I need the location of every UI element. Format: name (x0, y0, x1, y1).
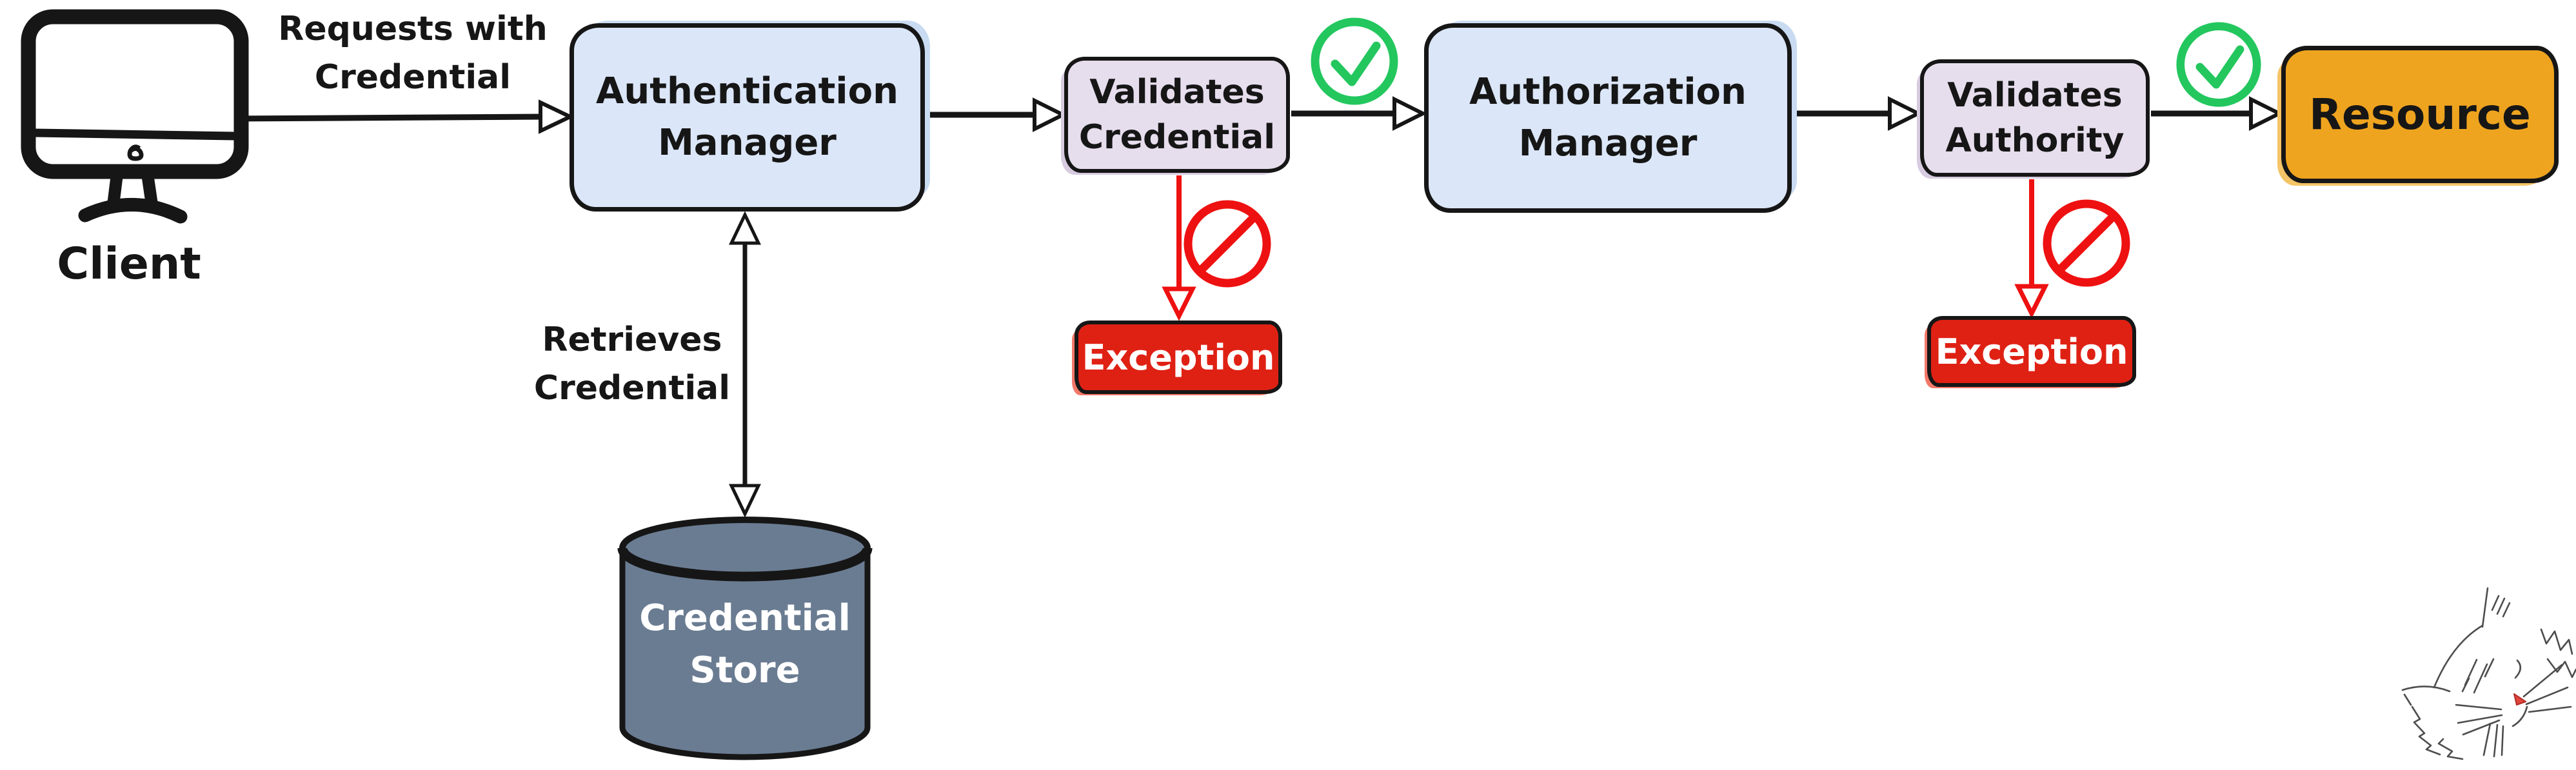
credential-store-line2: Store (689, 649, 800, 692)
validates-authority-line1: Validates (1947, 75, 2123, 115)
authorization-manager-line1: Authorization (1469, 71, 1747, 114)
arrowhead-authorization-to-validates-authority (1888, 96, 1923, 131)
arrowhead-validates-credential-to-exception (1162, 286, 1196, 321)
node-exception-credential: Exception (1075, 321, 1282, 394)
cat-doodle-icon (2401, 587, 2576, 760)
retrieves-line1: Retrieves (542, 321, 722, 359)
node-exception-authority: Exception (1927, 316, 2136, 387)
database-cylinder-icon (617, 517, 873, 760)
requests-line1: Requests (278, 10, 453, 48)
prohibition-icon (1184, 200, 1271, 288)
node-validates-authority: Validates Authority (1920, 59, 2150, 177)
check-circle-icon (1311, 17, 1398, 105)
validates-authority-line2: Authority (1945, 121, 2125, 160)
retrieves-line2: Credential (533, 369, 731, 408)
node-validates-credential: Validates Credential (1064, 57, 1290, 173)
arrowhead-validates-authority-to-exception (2014, 284, 2049, 319)
arrowhead-validates-credential-to-authorization (1392, 96, 1427, 131)
validates-credential-line2: Credential (1078, 118, 1276, 157)
edge-label-requests: Requests with Credential (245, 5, 580, 103)
arrowhead-up-credential-store (729, 211, 761, 245)
node-authentication-manager: Authentication Manager (570, 23, 925, 212)
arrowhead-client-to-authentication (539, 99, 575, 134)
requests-line2: with Credential (314, 10, 548, 97)
client-monitor-icon (21, 9, 249, 224)
client-label: Client (6, 239, 252, 290)
client-label-text: Client (57, 239, 201, 290)
credential-store-line1: Credential (639, 597, 851, 639)
check-circle-icon (2176, 22, 2261, 107)
arrowhead-authentication-to-validates-credential (1033, 97, 1067, 132)
node-resource: Resource (2281, 46, 2559, 183)
exception-authority-label: Exception (1935, 331, 2128, 372)
authorization-manager-line2: Manager (1518, 123, 1698, 164)
credential-store-label: Credential Store (616, 592, 874, 696)
authentication-manager-line1: Authentication (596, 70, 898, 113)
prohibition-icon (2043, 199, 2130, 287)
arrowhead-validates-authority-to-resource (2249, 96, 2284, 131)
arrow-client-to-authentication (233, 114, 542, 122)
resource-label: Resource (2309, 90, 2531, 139)
validates-credential-line1: Validates (1089, 72, 1265, 112)
arrowhead-down-credential-store (729, 484, 761, 518)
exception-credential-label: Exception (1082, 337, 1275, 378)
authentication-manager-line2: Manager (658, 122, 837, 164)
edge-label-retrieves: Retrieves Credential (484, 316, 780, 413)
node-authorization-manager: Authorization Manager (1424, 23, 1792, 213)
